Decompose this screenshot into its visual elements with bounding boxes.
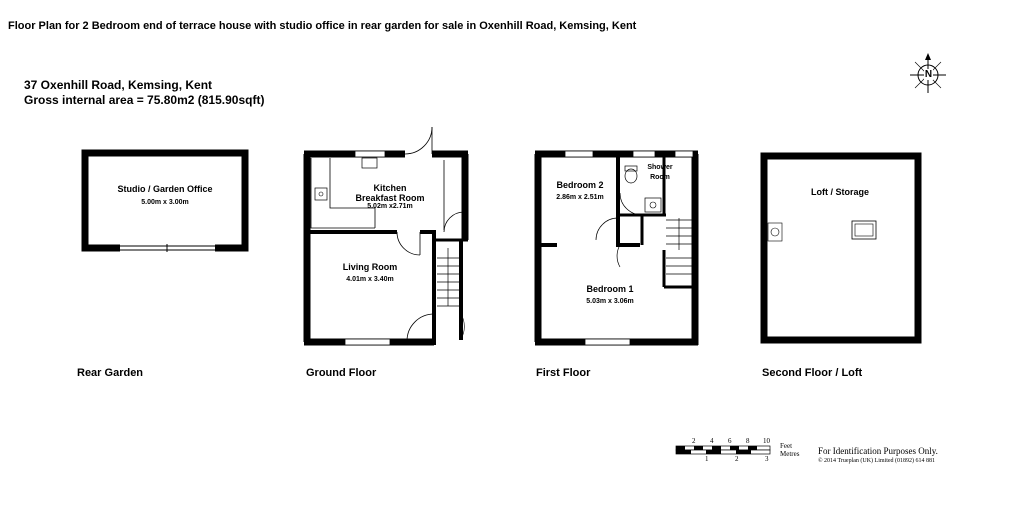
floor-label-first: First Floor [536,367,591,379]
metre-tick: 2 [735,455,739,463]
studio-name: Studio / Garden Office [117,184,213,194]
kitchen-name: Kitchen Breakfast Room [340,183,440,203]
bedroom1-dims: 5.03m x 3.06m [586,298,634,305]
feet-tick: 4 [710,437,714,445]
gross-internal-area: Gross internal area = 75.80m2 (815.90sqf… [24,93,265,107]
bedroom2-dims: 2.86m x 2.51m [556,194,604,201]
ground-floor-plan [303,126,469,346]
scale-feet-label: Feet [780,442,793,450]
shower-name-line1: Shower [647,164,673,171]
kitchen-name-line2: Breakfast Room [355,193,425,203]
loft-name: Loft / Storage [811,187,869,197]
feet-tick: 2 [692,437,696,445]
kitchen-name-line1: Kitchen [373,183,407,193]
floor-label-loft: Second Floor / Loft [762,367,863,379]
property-address: 37 Oxenhill Road, Kemsing, Kent [24,78,213,92]
property-address-block: 37 Oxenhill Road, Kemsing, Kent Gross in… [24,78,264,108]
shower-name-line2: Room [650,174,670,181]
loft-plan [760,152,922,344]
bedroom1-name: Bedroom 1 [586,284,634,294]
compass-letter: N [924,69,933,80]
identification-note: For Identification Purposes Only. [818,446,938,456]
living-room-name: Living Room [342,262,398,272]
scale-bar [675,445,771,455]
shower-room-name: Shower Room [640,163,680,183]
living-room-dims: 4.01m x 3.40m [346,276,394,283]
feet-tick: 8 [746,437,750,445]
metre-tick: 3 [765,455,769,463]
page-title: Floor Plan for 2 Bedroom end of terrace … [8,20,637,32]
bedroom2-name: Bedroom 2 [556,180,604,190]
floor-label-rear-garden: Rear Garden [77,367,144,379]
studio-plan [81,149,249,252]
copyright-note: © 2014 Trueplan (UK) Limited (01892) 614… [818,458,936,464]
feet-tick: 6 [728,437,732,445]
metre-tick: 1 [705,455,709,463]
scale-metres-label: Metres [780,450,800,458]
studio-dims: 5.00m x 3.00m [141,199,189,206]
kitchen-dims: 5.02m x2.71m [367,203,413,210]
first-floor-plan [534,150,699,346]
feet-tick: 10 [763,437,770,445]
floor-label-ground: Ground Floor [306,367,377,379]
